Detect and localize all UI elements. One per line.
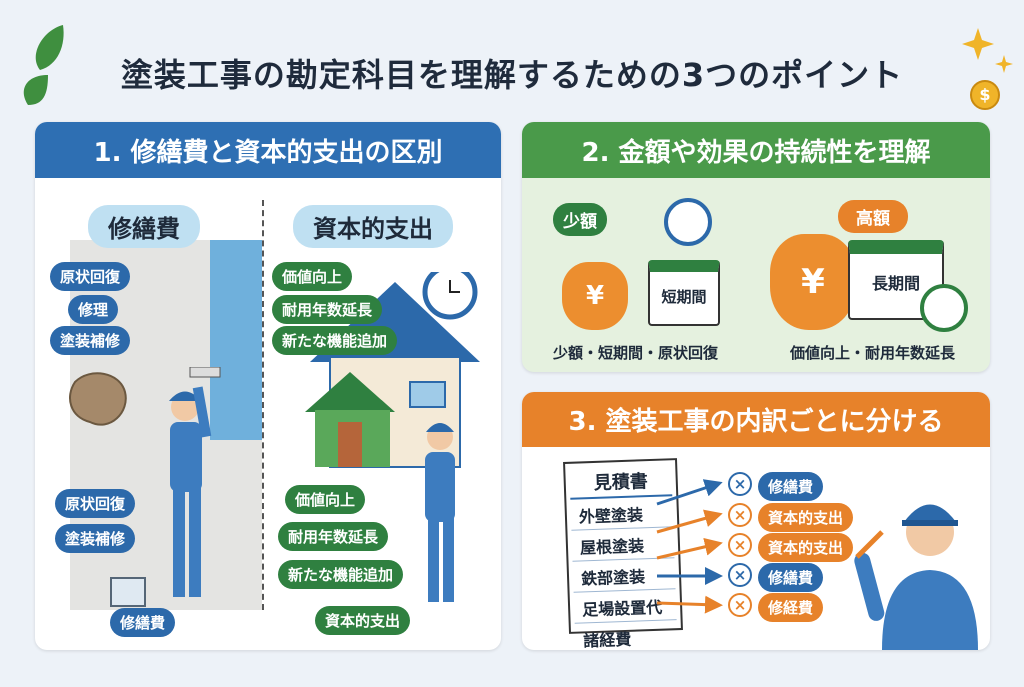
house-illustration xyxy=(305,272,480,468)
arrow xyxy=(656,537,723,560)
tag: 原状回復 xyxy=(50,262,131,291)
section-3-heading: 3. 塗装工事の内訳ごとに分ける xyxy=(522,392,990,447)
arrow xyxy=(656,595,723,614)
money-bag-icon: ¥ xyxy=(770,234,856,330)
section-1-heading: 1. 修繕費と資本的支出の区別 xyxy=(35,122,501,178)
painter-worker-left xyxy=(169,367,221,597)
clock-icon xyxy=(920,284,968,332)
category-tag: 修繕費 xyxy=(758,563,824,592)
tag: 塗装補修 xyxy=(50,326,131,355)
x-mark-icon: × xyxy=(728,503,752,527)
large-amount-label: 高額 xyxy=(838,200,908,233)
estimate-item: 諸経費 xyxy=(574,620,678,650)
category-tag: 資本的支出 xyxy=(758,503,854,532)
repair-cost-label: 修繕費 xyxy=(88,205,200,248)
worker-with-pen xyxy=(854,504,978,650)
clock-icon xyxy=(664,198,712,246)
blue-paint xyxy=(210,240,262,440)
section-3-panel: 3. 塗装工事の内訳ごとに分ける 見積書 外壁塗装 屋根塗装 鉄部塗装 足場設置… xyxy=(522,392,990,650)
category-tag: 修経費 xyxy=(758,593,824,622)
x-mark-icon: × xyxy=(728,563,752,587)
footer-tag: 資本的支出 xyxy=(315,606,411,635)
small-amount-caption: 少額・短期間・原状回復 xyxy=(553,344,719,362)
tag: 新たな機能追加 xyxy=(272,326,398,355)
footer-tag: 修繕費 xyxy=(110,608,176,637)
tag: 修理 xyxy=(68,295,119,324)
tag: 耐用年数延長 xyxy=(278,522,389,551)
coin-icon: $ xyxy=(970,80,1000,110)
tag: 塗装補修 xyxy=(55,524,136,553)
page-title: 塗装工事の勘定科目を理解するための3つのポイント xyxy=(120,56,904,94)
paint-bucket-icon xyxy=(110,577,146,607)
category-tag: 修繕費 xyxy=(758,472,824,501)
section-2-panel: 2. 金額や効果の持続性を理解 少額 ¥ 短期間 少額・短期間・原状回復 高額 … xyxy=(522,122,990,372)
small-amount-label: 少額 xyxy=(553,203,607,236)
large-amount-caption: 価値向上・耐用年数延長 xyxy=(790,344,956,362)
tag: 耐用年数延長 xyxy=(272,295,383,324)
tag: 原状回復 xyxy=(55,489,136,518)
wall-damage-icon xyxy=(69,372,127,426)
capital-expenditure-label: 資本的支出 xyxy=(293,205,453,248)
x-mark-icon: × xyxy=(728,472,752,496)
arrow xyxy=(656,479,723,506)
calendar-icon: 長期間 xyxy=(848,240,944,320)
painter-worker-right xyxy=(425,423,455,602)
arrow xyxy=(656,509,723,534)
section-2-heading: 2. 金額や効果の持続性を理解 xyxy=(522,122,990,178)
section-1-panel: 1. 修繕費と資本的支出の区別 修繕費 資本的支出 原状回復 修理 塗装補修 原… xyxy=(35,122,501,650)
tag: 価値向上 xyxy=(272,262,353,291)
tag: 価値向上 xyxy=(285,485,366,514)
category-tag: 資本的支出 xyxy=(758,533,854,562)
mapping-arrows xyxy=(656,479,723,614)
money-bag-icon: ¥ xyxy=(562,262,628,330)
sparkle-icon xyxy=(962,28,1013,73)
leaf-icon xyxy=(23,25,64,105)
x-mark-icon: × xyxy=(728,533,752,557)
calendar-icon: 短期間 xyxy=(648,260,720,326)
x-mark-icon: × xyxy=(728,593,752,617)
divider xyxy=(262,200,264,610)
tag: 新たな機能追加 xyxy=(278,560,404,589)
